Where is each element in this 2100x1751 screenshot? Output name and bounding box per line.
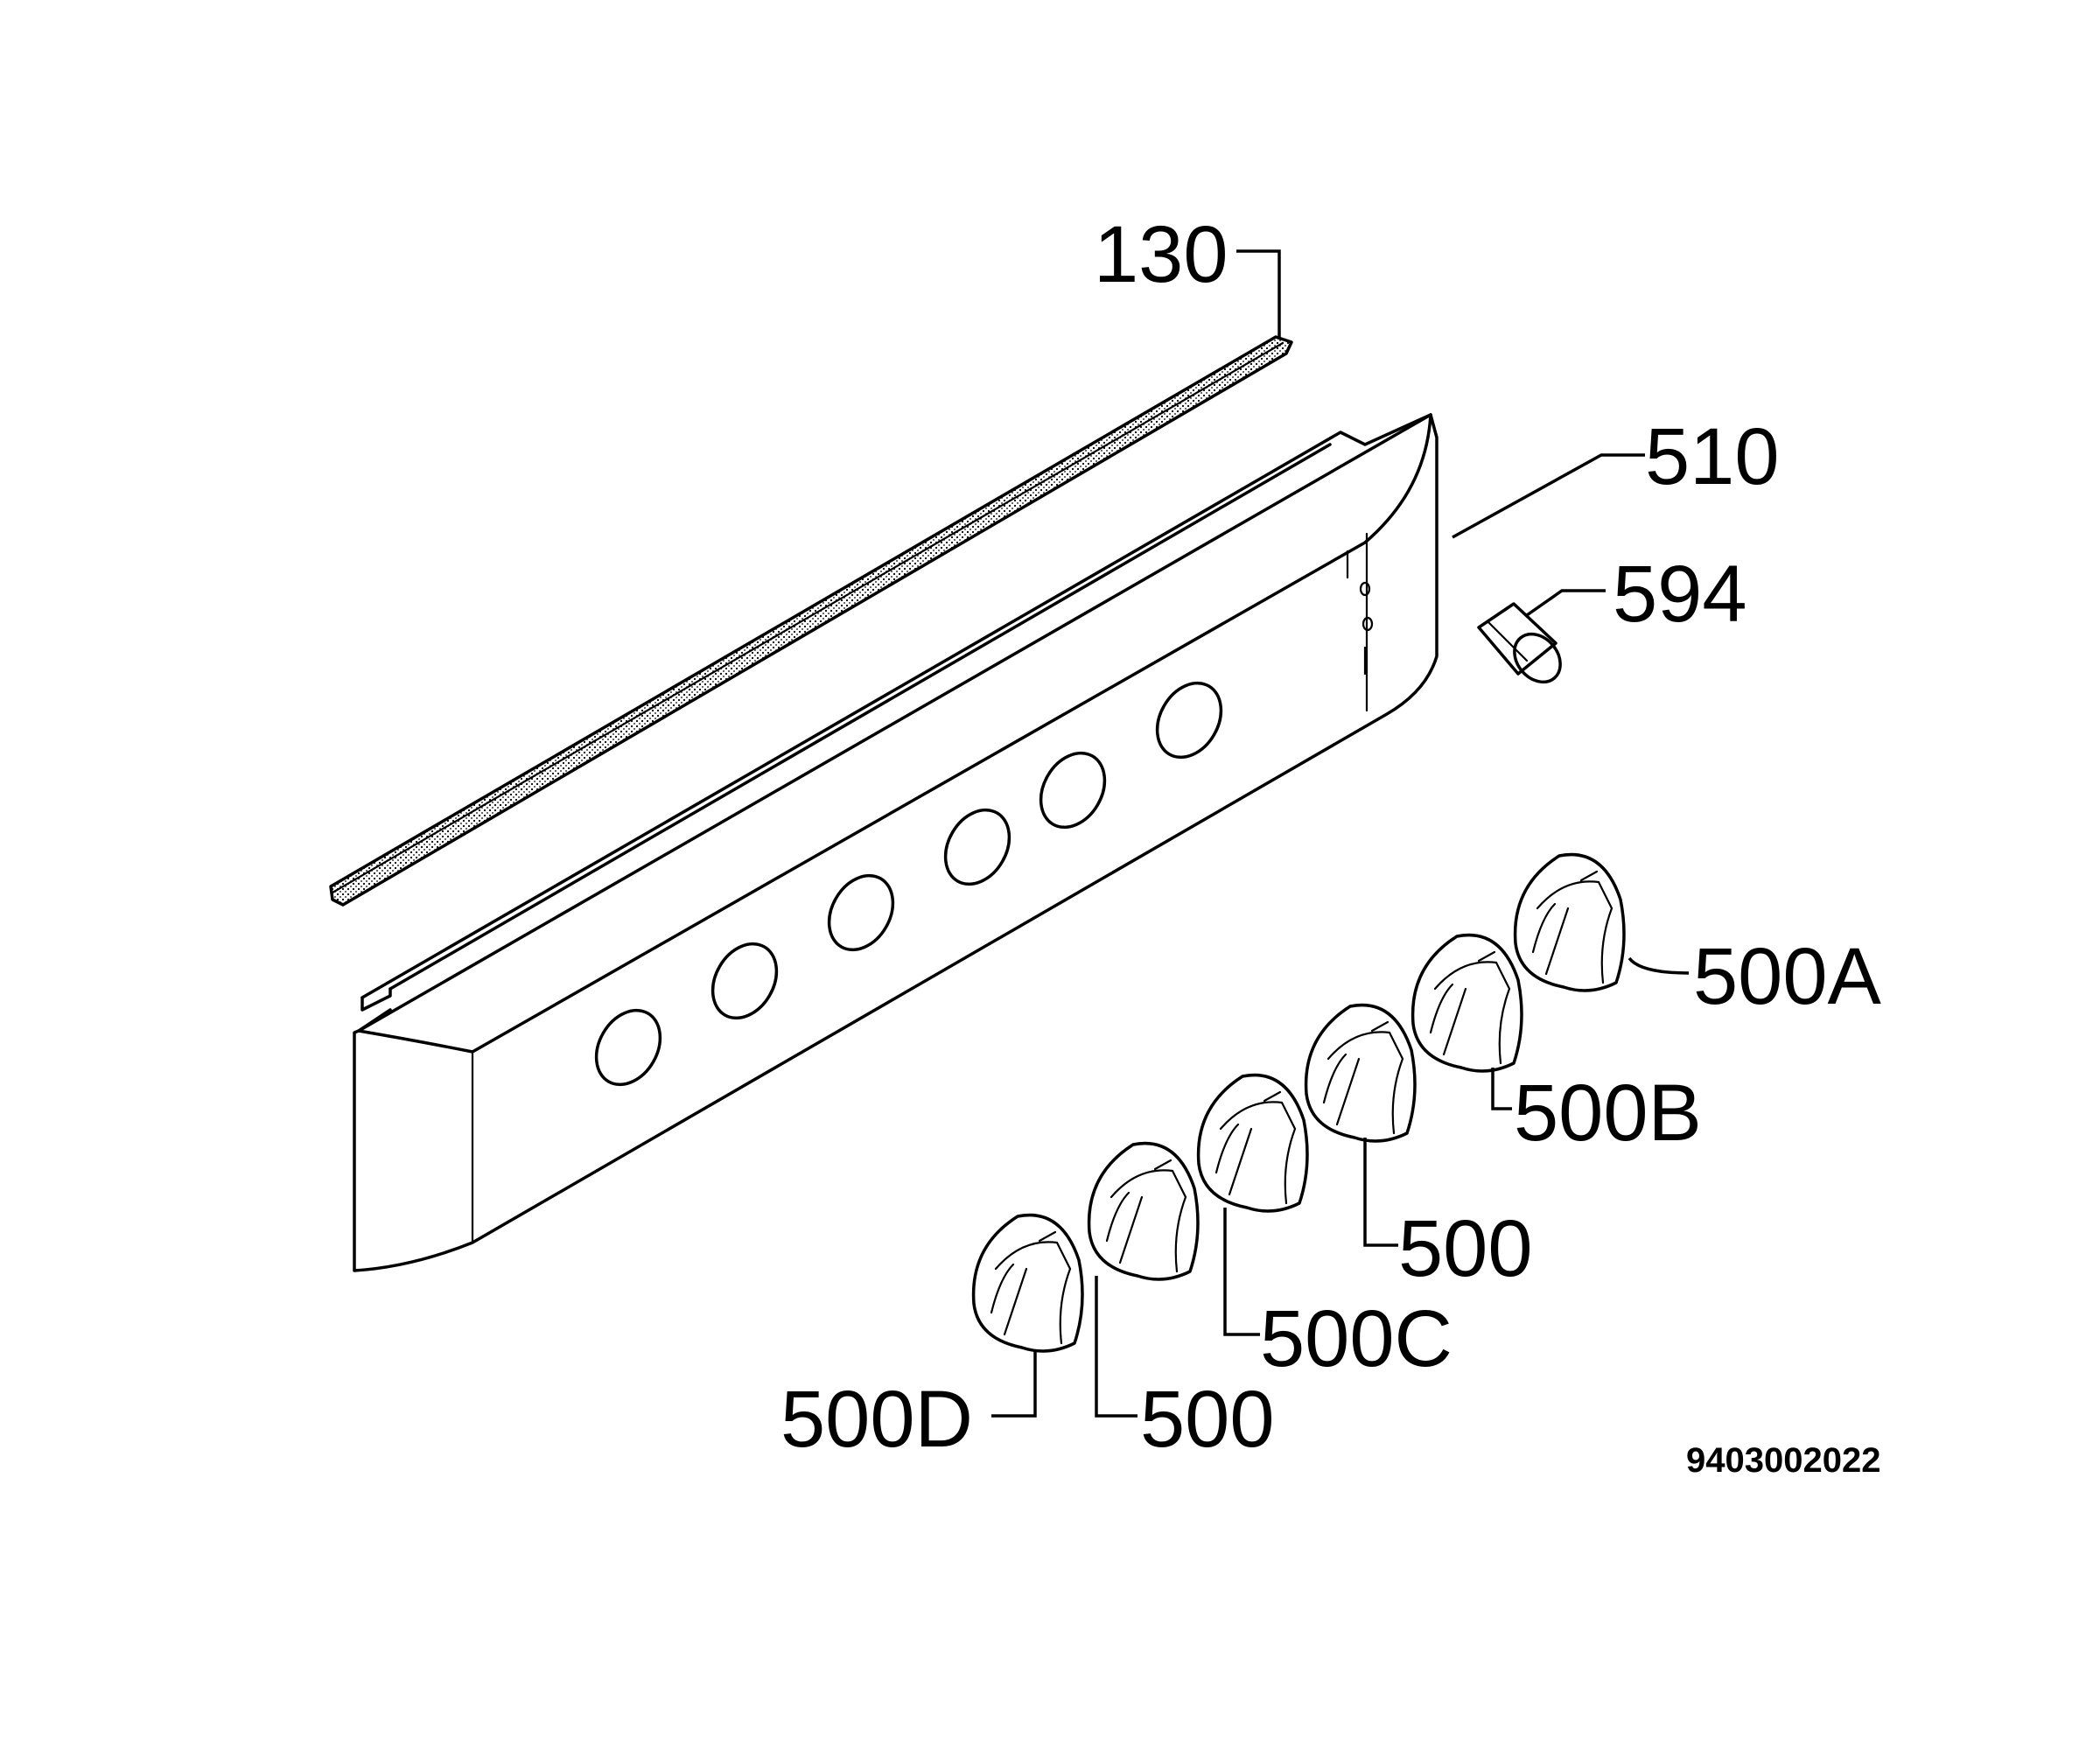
knob-500b (1410, 933, 1523, 1073)
leader-130 (1236, 249, 1281, 340)
control-panel-part (353, 413, 1438, 1272)
leader-lines (991, 249, 1690, 1418)
knob-500d (971, 1213, 1084, 1353)
panel-knob-holes (594, 681, 1223, 1087)
control-knobs (971, 852, 1626, 1353)
label-130: 130 (1094, 210, 1228, 299)
label-510: 510 (1645, 412, 1780, 501)
leader-500a (1628, 956, 1690, 975)
leader-500-lower (1095, 1276, 1138, 1418)
label-500d: 500D (780, 1375, 973, 1464)
leader-500b (1491, 1068, 1512, 1110)
knob-500-upper (1304, 1003, 1417, 1143)
leader-510 (1452, 453, 1645, 539)
label-500-upper: 500 (1398, 1204, 1533, 1293)
indicator-lamp-part (1477, 602, 1562, 684)
gasket-strip-part (329, 335, 1293, 907)
part-labels: 130 510 594 500A 500B 500 500C 500 500D … (780, 210, 1881, 1480)
label-594: 594 (1613, 550, 1747, 639)
leader-500c (1223, 1208, 1260, 1336)
knob-500-lower (1087, 1141, 1200, 1281)
drawing-code: 9403002022 (1686, 1441, 1880, 1480)
label-500c: 500C (1260, 1294, 1452, 1383)
label-500b: 500B (1514, 1068, 1702, 1158)
knob-500a (1513, 852, 1626, 992)
leader-500d (991, 1350, 1037, 1418)
leader-500-upper (1363, 1138, 1398, 1247)
knob-500c (1196, 1073, 1309, 1213)
label-500-lower: 500 (1140, 1375, 1275, 1464)
label-500a: 500A (1693, 932, 1881, 1021)
leader-594 (1525, 589, 1606, 617)
